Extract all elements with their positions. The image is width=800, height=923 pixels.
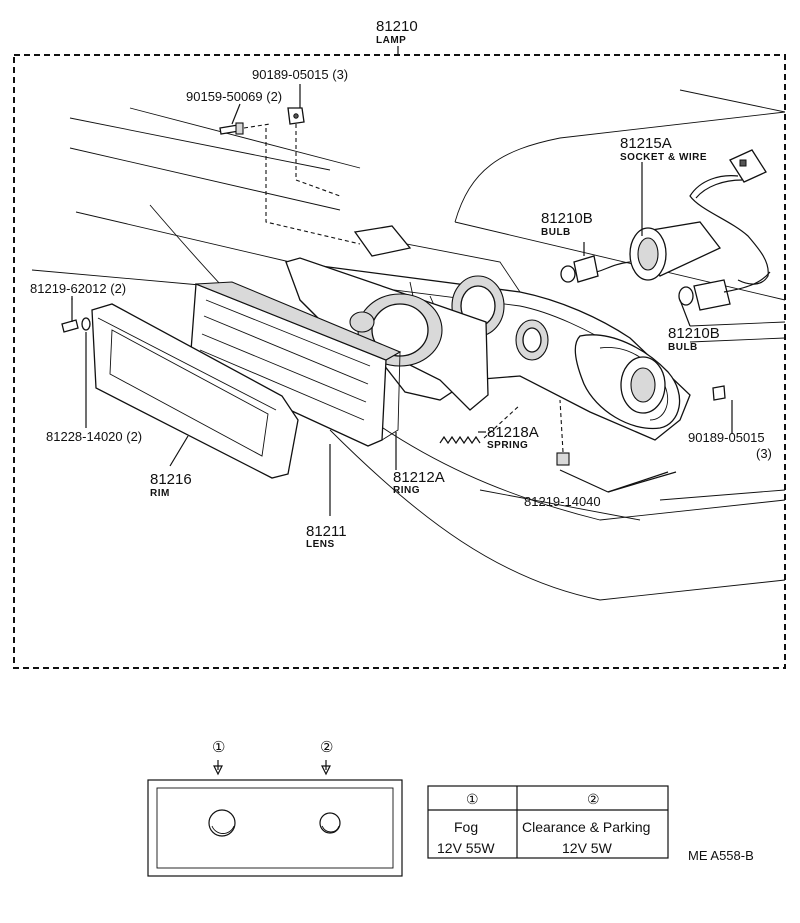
lower-bulb-part	[678, 271, 771, 311]
arrow-down-icon	[321, 760, 331, 776]
table-spec-1: 12V 55W	[437, 840, 495, 856]
assembly-name: LAMP	[376, 35, 406, 46]
top-nut-label: 90189-05015 (3)	[252, 67, 348, 82]
assembly-boundary	[13, 46, 786, 669]
table-use-1: Fog	[454, 819, 478, 835]
rim-part-no: 81216	[150, 471, 192, 488]
lower-bulb-name: BULB	[668, 342, 698, 353]
top-screw-label: 90159-50069 (2)	[186, 89, 282, 104]
right-nut-label: 90189-05015	[688, 430, 765, 445]
upper-bulb-part	[560, 242, 599, 283]
table-header-1: ①	[466, 791, 479, 807]
rim-name: RIM	[150, 488, 170, 499]
left-screw-part	[61, 298, 91, 333]
table-header-2: ②	[587, 791, 600, 807]
bulb-spec-table: ① ② Fog Clearance & Parking 12V 55W 12V …	[427, 785, 669, 859]
right-nut-part	[712, 385, 726, 401]
top-nut-part	[287, 107, 341, 197]
socket-wire-part	[589, 149, 769, 285]
spring-name: SPRING	[487, 440, 528, 451]
layout-frame	[147, 779, 403, 877]
parking-lamp-opening	[319, 812, 341, 834]
lens-part-no: 81211	[306, 523, 347, 540]
layout-inner-frame	[156, 787, 394, 869]
spring-part	[439, 404, 521, 445]
fog-lamp-opening	[208, 809, 236, 837]
layout-marker-2: ②	[320, 739, 333, 756]
right-nut-qty: (3)	[756, 446, 772, 461]
lens-name: LENS	[306, 539, 335, 550]
lower-bulb-part-no: 81210B	[668, 325, 720, 342]
lower-screw-label: 81219-14040	[524, 494, 601, 509]
ring-part-no: 81212A	[393, 469, 445, 486]
table-use-2: Clearance & Parking	[522, 819, 650, 835]
table-spec-2: 12V 5W	[562, 840, 613, 856]
left-screw-label: 81219-62012 (2)	[30, 281, 126, 296]
lower-screw-part	[556, 399, 570, 466]
top-screw-part	[219, 122, 361, 245]
leader-lines	[71, 84, 733, 516]
bulb-layout-detail: ① ②	[147, 739, 403, 877]
drawing-code: ME A558-B	[688, 848, 754, 863]
ring-name: RING	[393, 485, 420, 496]
rim-part	[91, 303, 299, 479]
layout-marker-1: ①	[212, 739, 225, 756]
assembly-part-no: 81210	[376, 18, 418, 35]
upper-bulb-part-no: 81210B	[541, 210, 593, 227]
rim-screw-label: 81228-14020 (2)	[46, 429, 142, 444]
spring-part-no: 81218A	[487, 424, 539, 441]
part-labels: 81210 LAMP 90189-05015 (3) 90159-50069 (…	[30, 18, 772, 550]
upper-bulb-name: BULB	[541, 227, 571, 238]
arrow-down-icon	[213, 760, 223, 776]
socket-wire-name: SOCKET & WIRE	[620, 152, 707, 163]
socket-wire-part-no: 81215A	[620, 135, 672, 152]
